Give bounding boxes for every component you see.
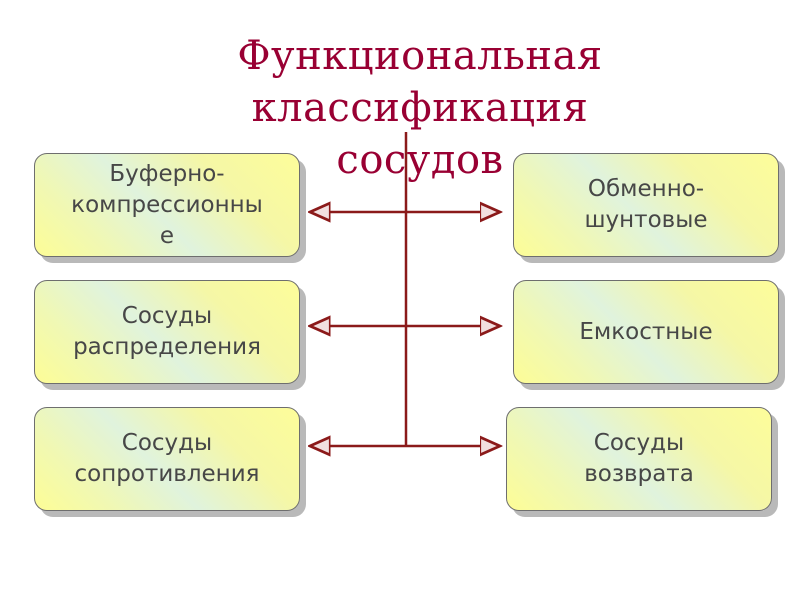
box-return-vessels: Сосуды возврата [506, 407, 772, 511]
box-distribution-vessels: Сосуды распределения [34, 280, 300, 384]
box-text-line: е [159, 222, 175, 249]
title-line-1: Функциональная классификация [237, 33, 603, 131]
box-text-line: Сосуды [121, 303, 213, 329]
title-line-2: сосудов [336, 137, 504, 183]
box-text-line: Обменно- [587, 176, 705, 202]
box-text-line: компрессионны [71, 191, 263, 218]
box-buffer-compression-vessels: Буферно- компрессионны е [34, 153, 300, 257]
box-text-line: Емкостные [579, 318, 713, 345]
box-text-line: шунтовые [584, 207, 708, 233]
box-resistance-vessels: Сосуды сопротивления [34, 407, 300, 511]
box-text-line: возврата [584, 461, 694, 487]
box-text-line: Сосуды [121, 430, 213, 456]
box-text-line: Сосуды [593, 430, 685, 456]
box-capacitive-vessels: Емкостные [513, 280, 779, 384]
box-exchange-shunt-vessels: Обменно- шунтовые [513, 153, 779, 257]
slide-title: Функциональная классификация сосудов [100, 30, 740, 186]
box-text-line: сопротивления [74, 461, 260, 487]
box-text-line: распределения [73, 334, 261, 360]
box-text-line: Буферно- [109, 160, 225, 187]
